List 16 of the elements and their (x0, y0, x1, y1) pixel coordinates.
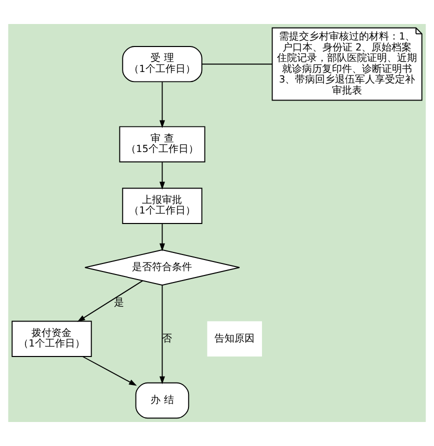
node-box: 受 理 （1个工作日） (122, 46, 202, 82)
arrow (160, 162, 165, 190)
label: 告知原因 (214, 333, 255, 344)
arrow (160, 82, 165, 128)
arrow (82, 356, 137, 386)
node-box: 办 结 (135, 382, 190, 419)
node-box: 审 查 （15个工作日） (119, 126, 206, 162)
connector (201, 64, 273, 65)
arrow (160, 223, 165, 252)
edge-label: 否 (162, 333, 172, 344)
node-box: 上报审批 （1个工作日） (122, 188, 202, 224)
arrow (160, 284, 165, 384)
node-diamond: 是否符合条件 (84, 249, 240, 286)
edge-label: 是 (114, 298, 124, 309)
arrow (77, 280, 144, 322)
node-box: 拨付资金 （1个工作日） (12, 320, 92, 357)
